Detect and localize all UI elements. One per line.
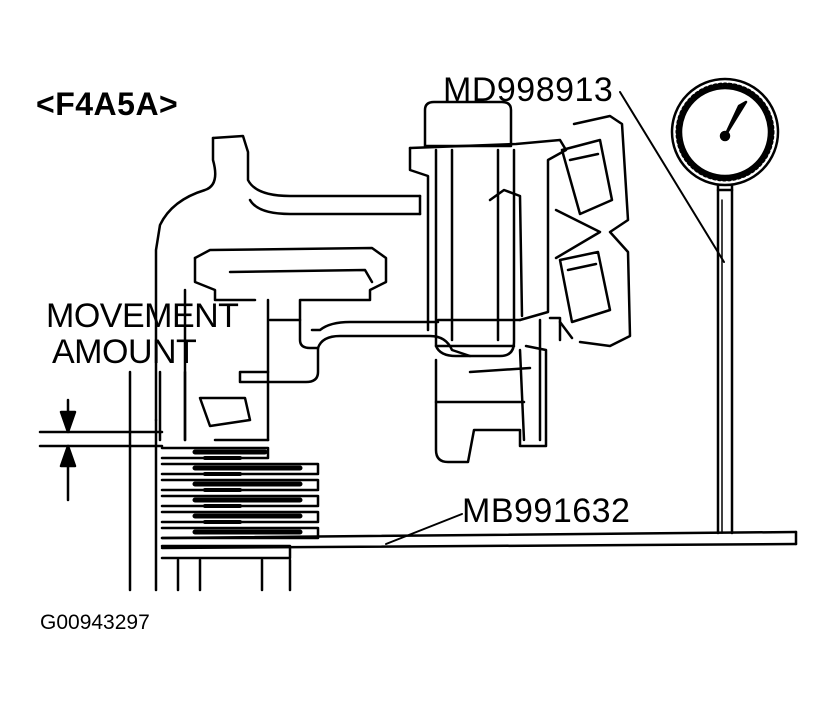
leader-lines (385, 91, 725, 545)
reaction-body (434, 318, 548, 464)
figure-id: G00943297 (40, 611, 150, 634)
transmission-housing (154, 134, 422, 592)
movement-amount-dimension (38, 370, 187, 592)
model-label: <F4A5A> (36, 86, 179, 122)
movement-label-line2: AMOUNT (52, 333, 197, 371)
tool-label-mb991632: MB991632 (462, 492, 631, 530)
clutch-disc-stack (160, 446, 320, 592)
special-tool-md998913 (408, 100, 568, 358)
special-tool-mb991632 (160, 530, 798, 550)
movement-label-line1: MOVEMENT (46, 297, 239, 335)
piston-assembly (183, 246, 472, 442)
dial-gauge (670, 77, 780, 535)
bearing-rollers (548, 114, 632, 348)
tool-label-md998913: MD998913 (443, 71, 614, 109)
